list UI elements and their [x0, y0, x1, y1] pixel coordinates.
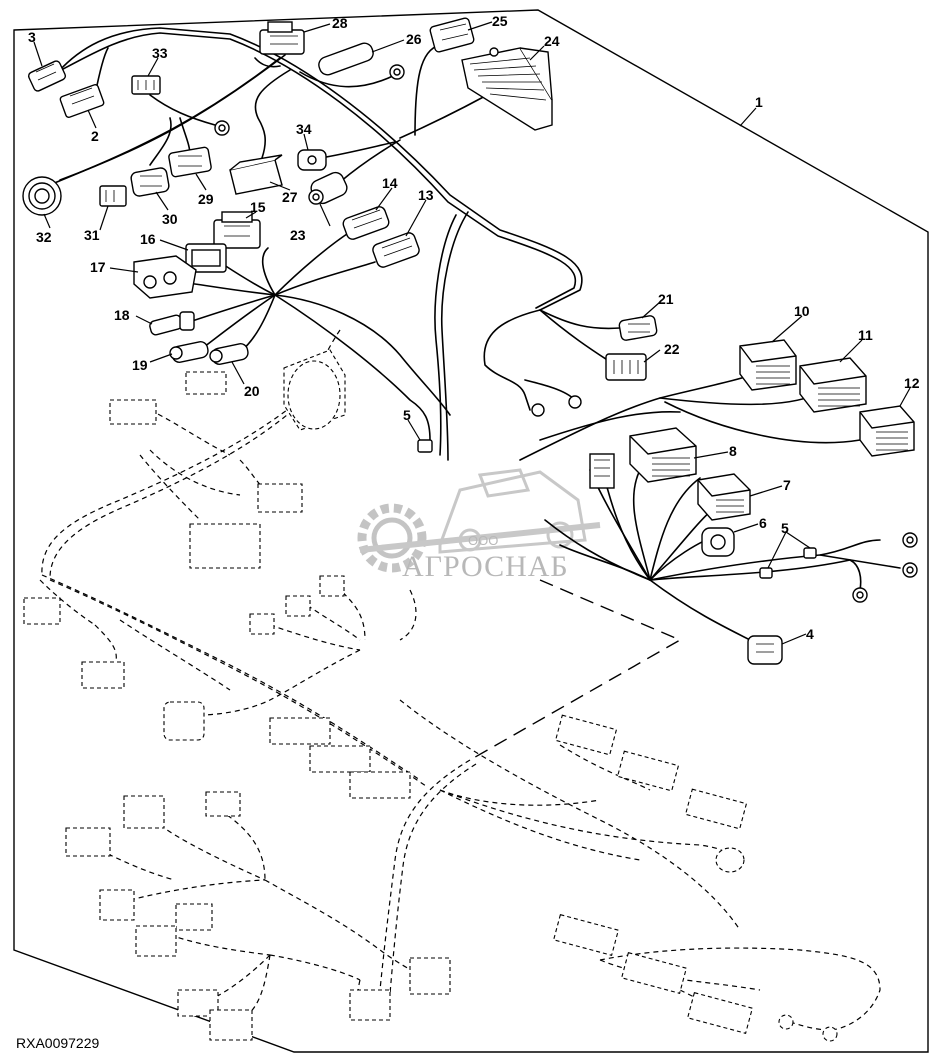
callout-29: 29: [198, 191, 214, 207]
connector-4: [747, 635, 783, 665]
connector-11: [799, 357, 867, 413]
connector-27: [229, 154, 283, 195]
callout-20: 20: [244, 383, 260, 399]
connector-2: [59, 83, 105, 119]
connector-23: [308, 171, 348, 205]
callout-19: 19: [132, 357, 148, 373]
connector-block-left: [589, 453, 615, 489]
connector-26: [318, 42, 405, 80]
figure-reference-code: RXA0097229: [16, 1035, 100, 1051]
callout-18: 18: [114, 307, 130, 323]
connector-8: [629, 427, 697, 483]
callout-28: 28: [332, 15, 348, 31]
connector-34: [297, 149, 327, 171]
callout-1: 1: [755, 94, 763, 110]
callout-23: 23: [290, 227, 306, 243]
connector-15: [213, 211, 261, 249]
ground-terminals: [531, 395, 582, 417]
callout-5-right: 5: [781, 520, 789, 536]
callout-13: 13: [418, 187, 434, 203]
callout-26: 26: [406, 31, 422, 47]
watermark-prefix: ООО: [468, 533, 498, 548]
callout-21: 21: [658, 291, 674, 307]
connector-29: [168, 146, 212, 178]
callout-7: 7: [783, 477, 791, 493]
watermark-gear-icon: [357, 503, 427, 573]
callout-27: 27: [282, 189, 298, 205]
callout-22: 22: [664, 341, 680, 357]
connector-6: [701, 527, 735, 557]
right-harness-wires: [519, 371, 901, 646]
connector-19: [169, 341, 209, 363]
connector-17: [133, 255, 197, 299]
connector-18: [149, 311, 195, 336]
callout-labels: 1 2 3 4 5 5 6 7 8 10 11 12 13 14 15 16 1…: [28, 13, 920, 642]
callout-32: 32: [36, 229, 52, 245]
connector-31: [99, 185, 127, 207]
connector-24: [461, 47, 553, 131]
connector-16: [185, 243, 227, 273]
connector-10: [739, 339, 797, 391]
connector-28: [259, 21, 305, 55]
callout-11: 11: [858, 327, 873, 343]
connector-20: [209, 343, 249, 365]
callout-5-upper: 5: [403, 407, 411, 423]
callout-30: 30: [162, 211, 178, 227]
callout-10: 10: [794, 303, 810, 319]
callout-33: 33: [152, 45, 168, 61]
callout-25: 25: [492, 13, 508, 29]
leader-lines: [33, 21, 911, 645]
callout-8: 8: [729, 443, 737, 459]
callout-12: 12: [904, 375, 920, 391]
phantom-connectors: [23, 349, 838, 1042]
upper-harness-wires: [49, 27, 621, 461]
connector-3: [27, 60, 67, 92]
connector-12: [859, 405, 915, 457]
callout-24: 24: [544, 33, 560, 49]
connector-22: [605, 353, 647, 381]
callout-2: 2: [91, 128, 99, 144]
connector-5-right: [759, 547, 817, 579]
callout-15: 15: [250, 199, 266, 215]
lower-harness-wires: [39, 329, 881, 1031]
ring-terminal-33-wire: [214, 120, 230, 136]
watermark-company: АГРОСНАБ: [402, 550, 569, 583]
callout-6: 6: [759, 515, 767, 531]
watermark: ООО АГРОСНАБ: [357, 468, 601, 583]
callout-14: 14: [382, 175, 398, 191]
connector-5-upper: [417, 439, 433, 453]
ring-terminals-right: [852, 532, 918, 603]
callout-31: 31: [84, 227, 100, 243]
connector-30: [130, 167, 170, 197]
harness-frame: [13, 9, 929, 1053]
callout-16: 16: [140, 231, 156, 247]
connector-25: [429, 17, 475, 53]
connector-13: [372, 232, 420, 268]
connector-32: [22, 176, 62, 216]
callout-3: 3: [28, 29, 36, 45]
callout-17: 17: [90, 259, 106, 275]
connector-7: [697, 473, 751, 521]
callout-34: 34: [296, 121, 312, 137]
connector-21: [618, 315, 658, 341]
connector-33: [131, 75, 161, 95]
callout-4: 4: [806, 626, 814, 642]
connector-14: [342, 206, 390, 240]
